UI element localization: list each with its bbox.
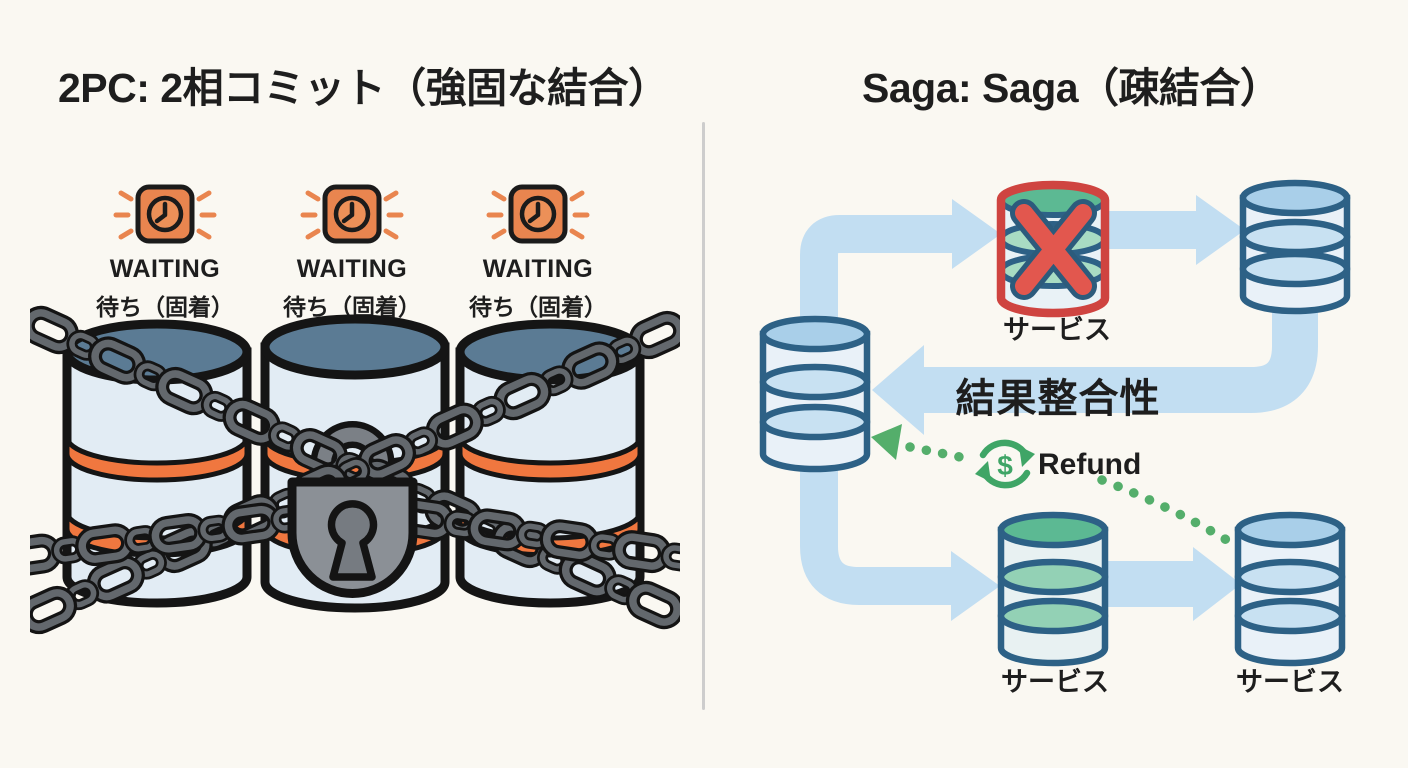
- clock-hands: [341, 201, 355, 224]
- waiting-label: WAITING: [109, 255, 221, 283]
- waiting-clock-icon: [300, 184, 404, 244]
- bottom-right-service-database-icon: [1234, 511, 1346, 667]
- top-right-database-icon: [1239, 179, 1351, 315]
- failed-service-database-icon: [996, 180, 1110, 318]
- chained-databases-illustration: [30, 305, 680, 650]
- saga-flow-arrowheads: [872, 195, 1245, 621]
- refund-cycle-icon: [975, 439, 1035, 489]
- saga-flow-arrows: [800, 211, 1318, 607]
- padlock-icon: [287, 477, 418, 598]
- orange-stripe: [64, 436, 250, 483]
- waiting-group-2: WAITING 待ち（固着）: [264, 180, 440, 322]
- waiting-group-3: WAITING 待ち（固着）: [450, 180, 626, 322]
- hub-database-icon: [759, 315, 871, 473]
- waiting-label: WAITING: [296, 255, 408, 283]
- green-arrowhead: [871, 424, 902, 460]
- keyhole: [327, 500, 378, 581]
- alert-rays: [113, 190, 217, 240]
- clock-hands: [527, 201, 541, 224]
- failure-x-icon: [1010, 199, 1097, 300]
- panel-divider: [702, 122, 705, 710]
- orange-stripe: [457, 436, 643, 483]
- clock-hands: [154, 201, 168, 224]
- waiting-sublabel: 待ち（固着）: [96, 294, 234, 320]
- saga-flow-illustration: [759, 179, 1351, 667]
- waiting-clock-icon: [486, 184, 590, 244]
- error-red-outline: [996, 180, 1110, 318]
- bottom-left-service-label: サービス: [1001, 667, 1109, 697]
- compensation-dotted-arrow: [871, 424, 1235, 547]
- right-panel-title: Saga: Saga（疎結合）: [862, 65, 1281, 111]
- waiting-label: WAITING: [482, 255, 594, 283]
- refund-currency-symbol: $: [997, 450, 1013, 481]
- eventual-consistency-label: 結果整合性: [955, 377, 1161, 421]
- bottom-left-service-database-icon: [997, 511, 1109, 667]
- bottom-right-service-label: サービス: [1236, 667, 1344, 697]
- waiting-clock-icon: [113, 184, 217, 244]
- left-panel-title: 2PC: 2相コミット（強固な結合）: [58, 65, 669, 111]
- failed-service-label: サービス: [1003, 315, 1111, 345]
- waiting-group-1: WAITING 待ち（固着）: [77, 180, 253, 322]
- waiting-sublabel: 待ち（固着）: [469, 294, 607, 320]
- refund-label: Refund: [1038, 448, 1142, 481]
